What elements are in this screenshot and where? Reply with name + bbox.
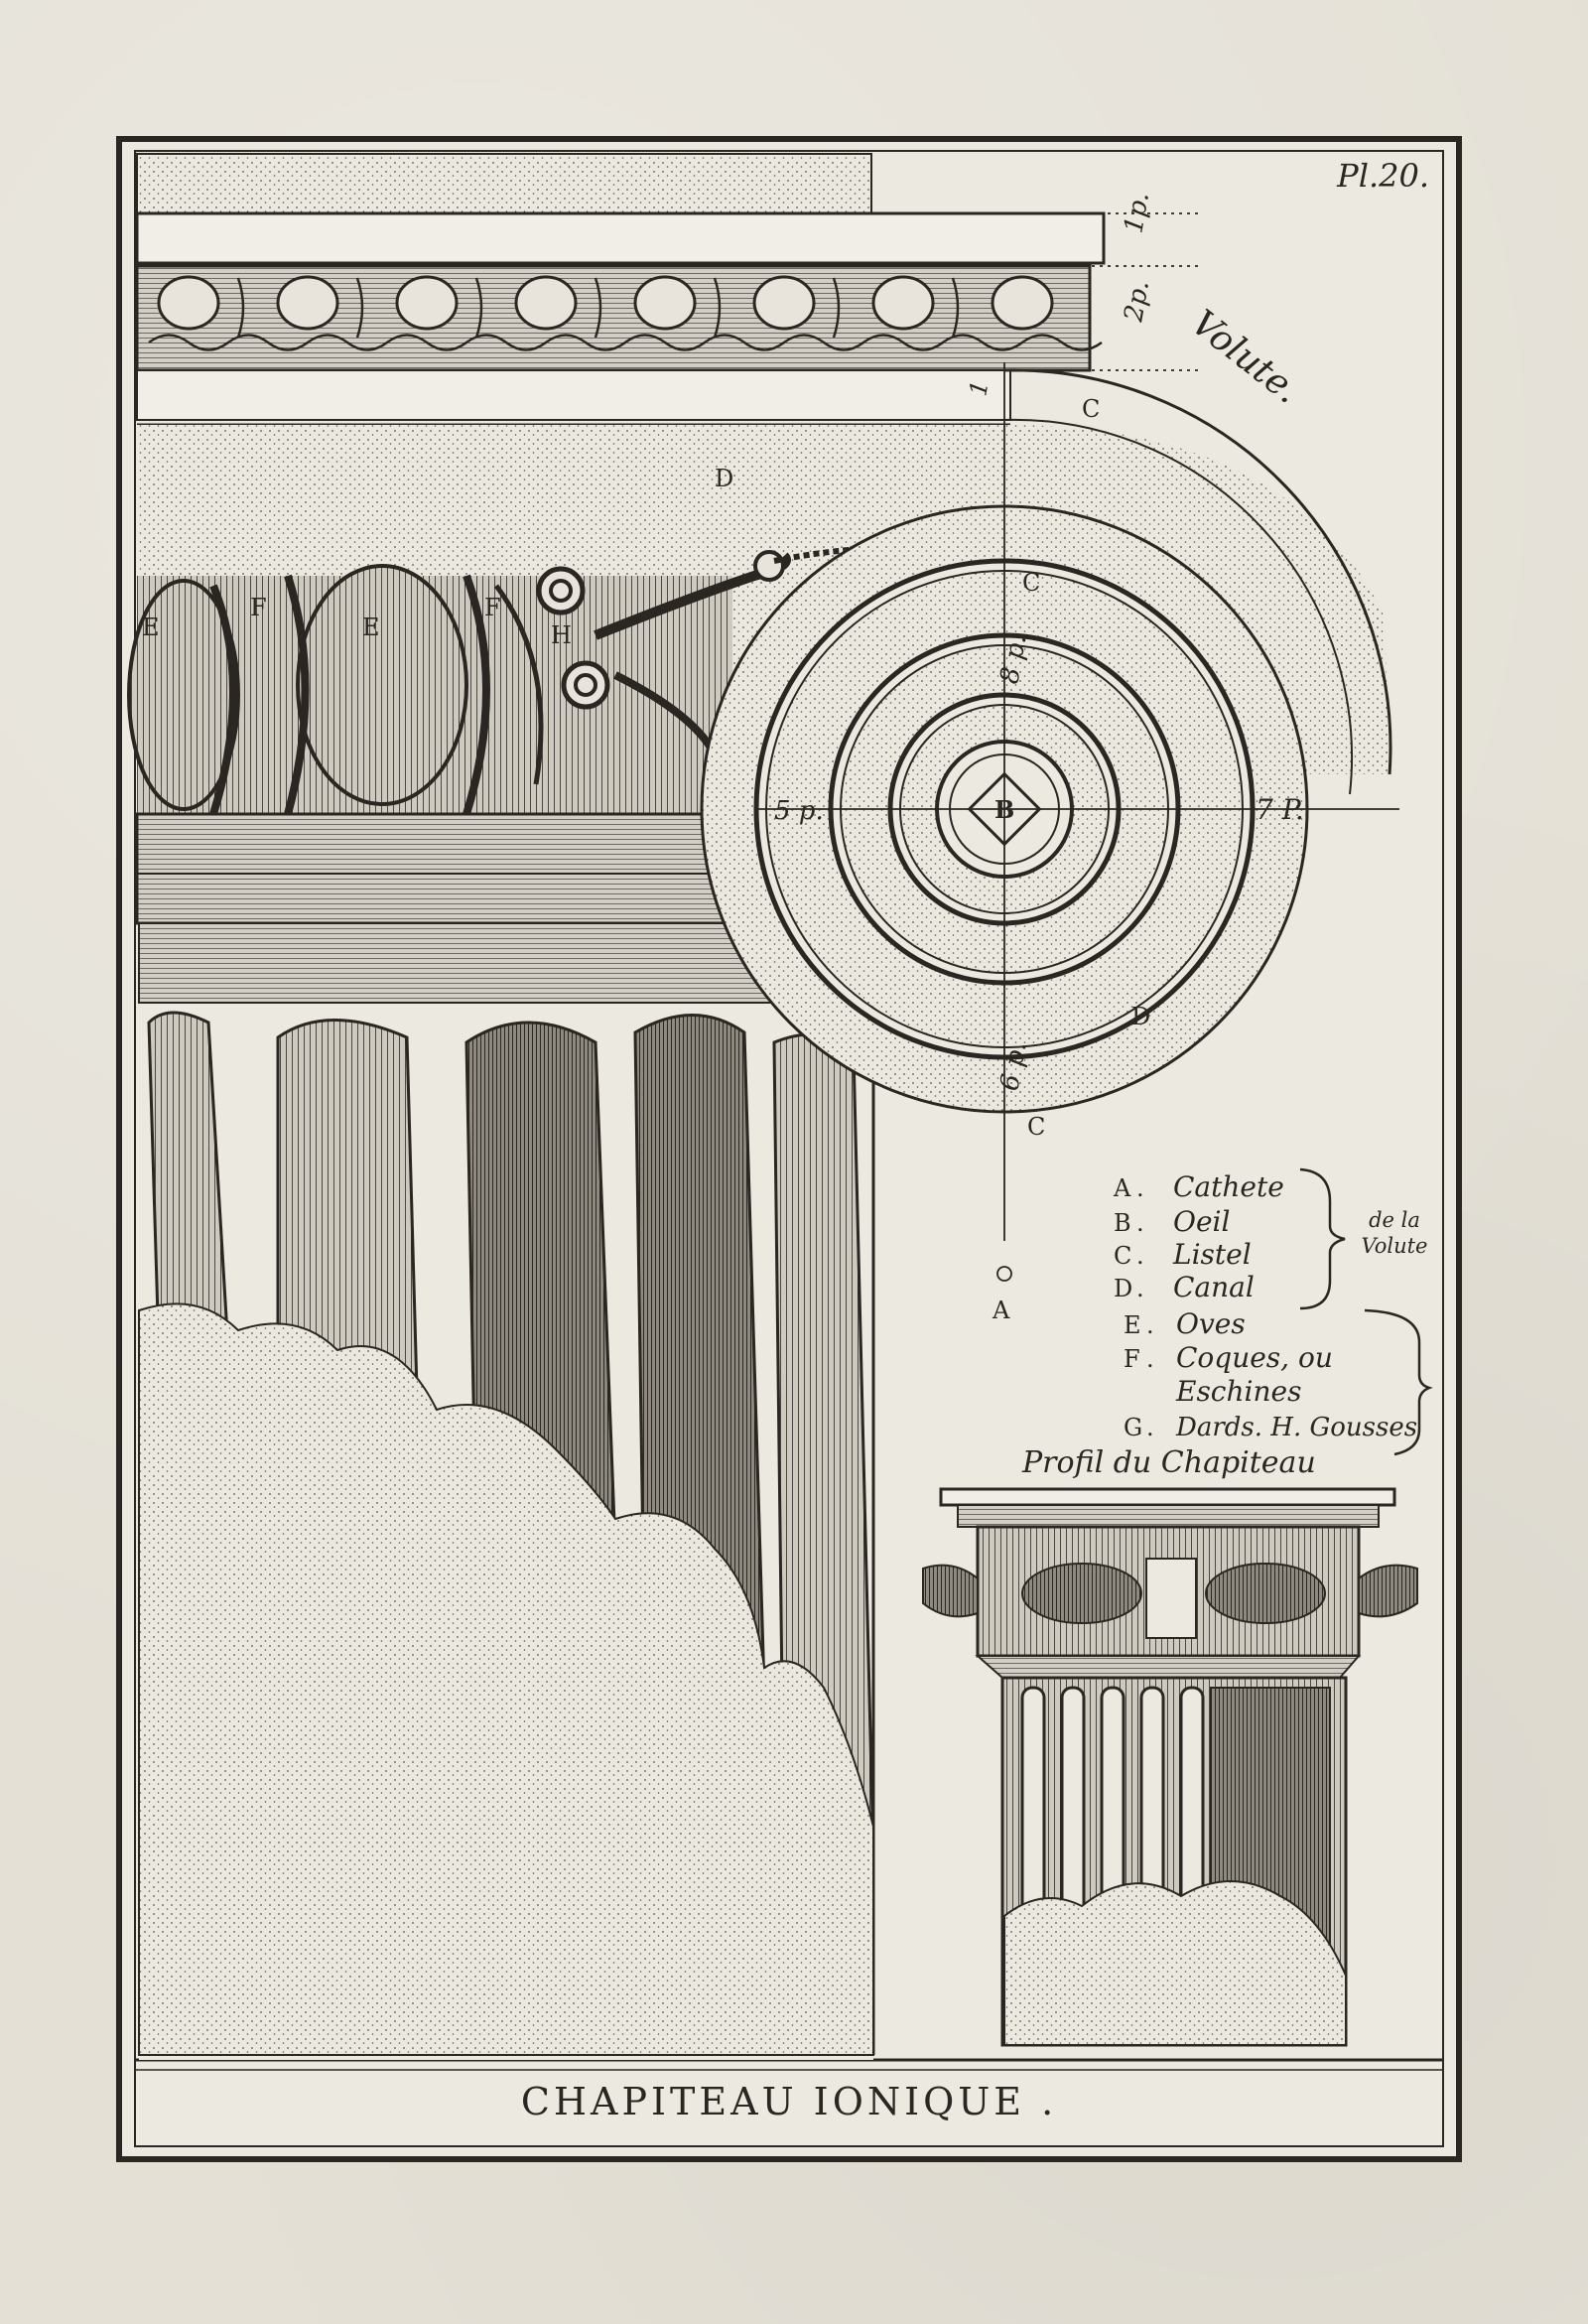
outer-border (116, 136, 1462, 2162)
legend-item: A . Cathete (1113, 1170, 1284, 1203)
legend-item: C . Listel (1114, 1238, 1252, 1271)
astragal (135, 812, 734, 925)
svg-text:.: . (1136, 1242, 1144, 1270)
svg-text:B: B (1114, 1209, 1131, 1237)
letter-e1: E (142, 614, 160, 641)
svg-text:Cathete: Cathete (1173, 1170, 1284, 1203)
legend-item: G . Dards. H. Gousses (1124, 1413, 1417, 1442)
letter-f1: F (250, 594, 267, 621)
profile-subtitle: Profil du Chapiteau (1021, 1445, 1316, 1480)
column-shaft (138, 922, 875, 2060)
letter-f2: F (484, 594, 501, 621)
svg-text:Canal: Canal (1173, 1271, 1255, 1303)
diagram-letters: B C C C D D E E F F H A (142, 395, 1150, 1324)
svg-text:Listel: Listel (1172, 1238, 1252, 1271)
legend-brace-lower (1364, 1308, 1433, 1456)
letter-e2: E (362, 614, 380, 641)
legend-item: B . Oeil (1114, 1205, 1230, 1238)
abacus-top-block (136, 153, 872, 214)
dim-right: 7 P. (1256, 793, 1304, 826)
svg-text:D: D (1114, 1275, 1132, 1302)
legend-item: D . Canal (1114, 1271, 1255, 1303)
svg-text:Oeil: Oeil (1173, 1205, 1230, 1238)
legend-group-label-line1: de la (1369, 1208, 1420, 1232)
svg-text:A: A (1113, 1174, 1131, 1202)
svg-text:Coques, ou: Coques, ou (1176, 1341, 1333, 1374)
svg-text:Dards. H. Gousses: Dards. H. Gousses (1175, 1413, 1417, 1442)
letter-c1: C (1082, 395, 1100, 423)
legend: A . Cathete B . Oeil C . Listel D . Cana… (1113, 1167, 1433, 1456)
dim-top-a: 1p. (1119, 190, 1155, 235)
volute-axes (754, 212, 1399, 1282)
svg-text:.: . (1136, 1209, 1144, 1237)
legend-item: F . Coques, ou (1124, 1341, 1333, 1374)
letter-c3: C (1027, 1113, 1045, 1141)
abacus-band (135, 211, 1106, 265)
dim-left: 5 p. (774, 796, 824, 826)
letter-d2: D (1131, 1003, 1150, 1030)
svg-text:G: G (1124, 1414, 1142, 1441)
capital-profile (922, 1487, 1418, 2047)
dim-top-c: 1 (964, 378, 993, 398)
svg-text:F: F (1124, 1345, 1140, 1373)
letter-c2: C (1022, 569, 1040, 597)
legend-group-label-line2: Volute (1362, 1234, 1428, 1258)
svg-text:C: C (1114, 1242, 1131, 1270)
svg-text:.: . (1136, 1275, 1144, 1302)
letter-h: H (551, 621, 572, 649)
plate-number: Pl.20. (1336, 157, 1429, 195)
plate-title: CHAPITEAU IONIQUE . (521, 2080, 1057, 2123)
legend-brace-upper (1299, 1167, 1346, 1310)
inner-border (134, 150, 1444, 2147)
svg-text:.: . (1146, 1311, 1154, 1339)
svg-text:Eschines: Eschines (1175, 1375, 1301, 1408)
legend-item: E . Oves (1124, 1307, 1246, 1340)
letter-a: A (992, 1297, 1010, 1324)
dim-top-b: 2p. (1119, 278, 1155, 325)
svg-text:.: . (1146, 1345, 1154, 1373)
svg-text:.: . (1136, 1174, 1144, 1202)
letter-b: B (994, 795, 1014, 824)
svg-text:Oves: Oves (1176, 1307, 1246, 1340)
svg-text:E: E (1124, 1311, 1141, 1339)
legend-item: Eschines (1175, 1375, 1301, 1408)
svg-text:.: . (1146, 1414, 1154, 1441)
letter-d1: D (715, 465, 733, 492)
ornament-frieze (135, 264, 1103, 372)
echinus-eggs (127, 544, 954, 816)
